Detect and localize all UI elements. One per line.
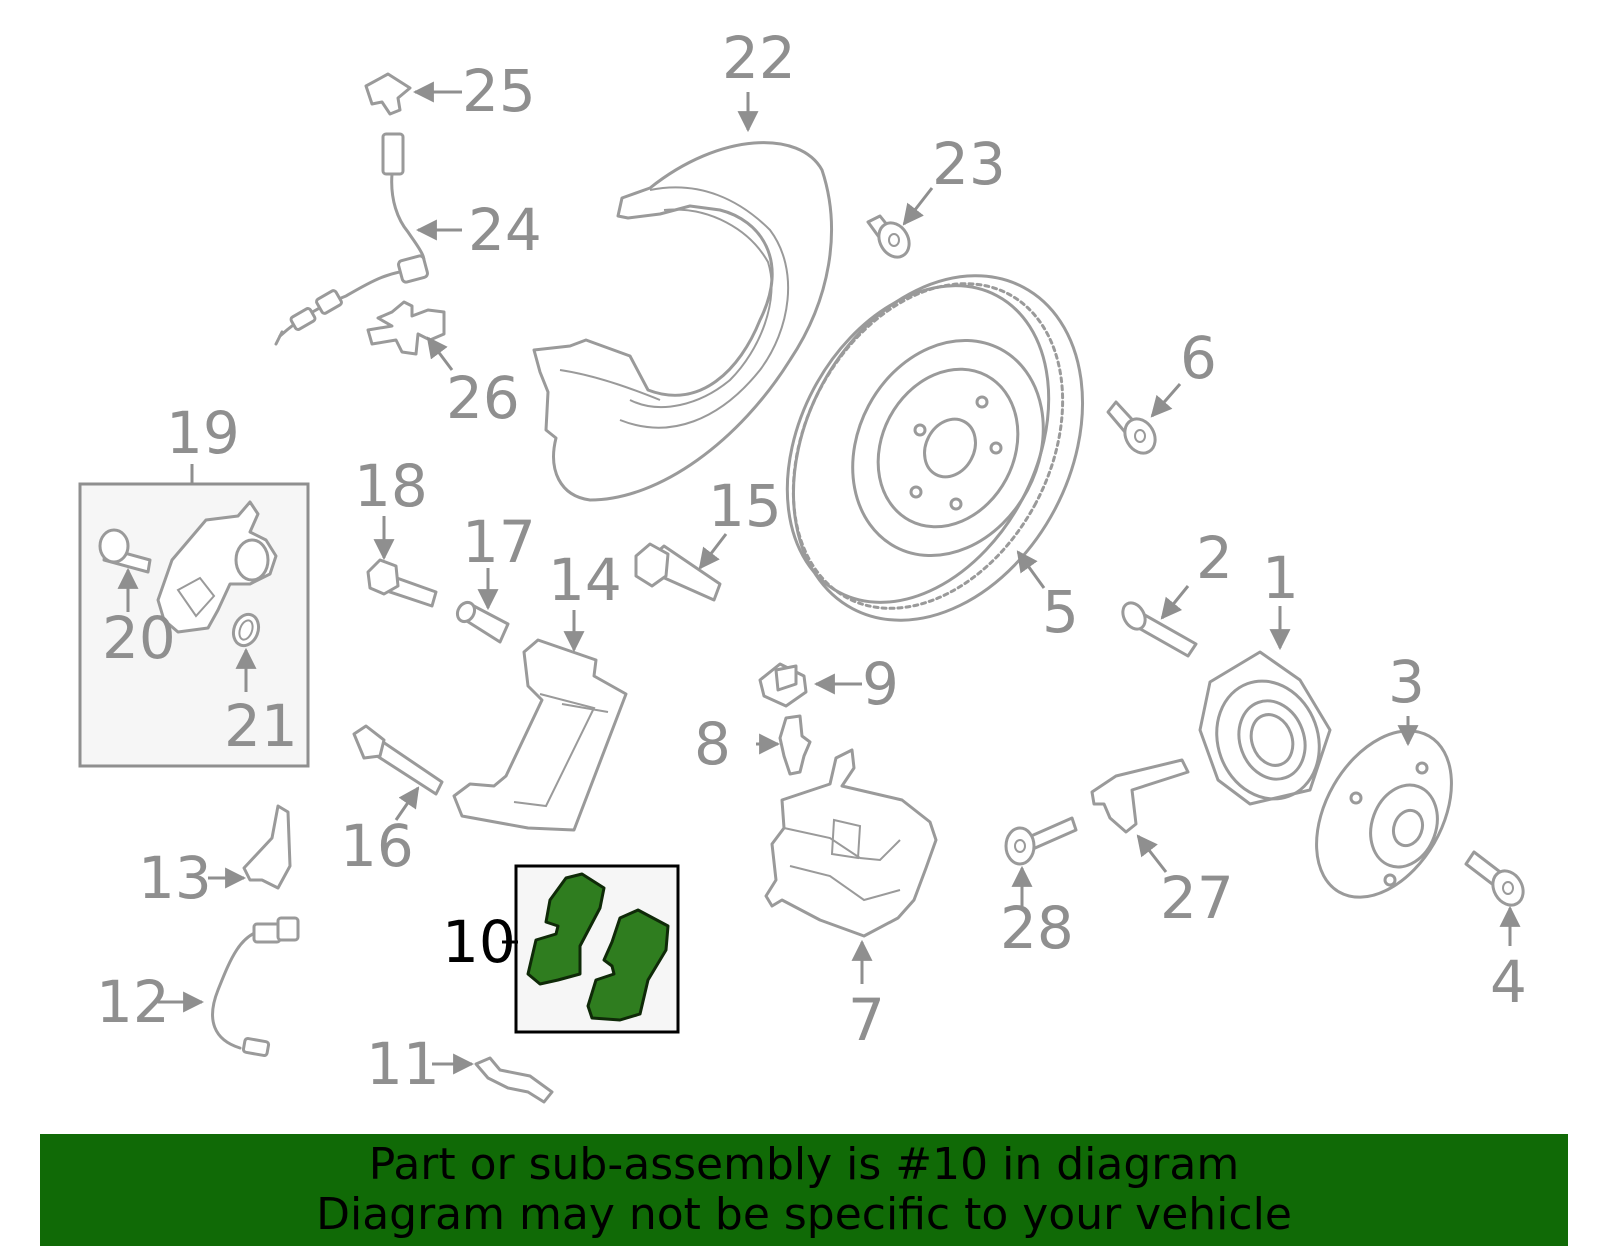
- callout-23: 23: [932, 130, 1006, 198]
- brake-pads-part-10-highlighted[interactable]: [502, 864, 680, 1034]
- bracket-part-26[interactable]: [366, 300, 454, 371]
- guide-pin-bolt-part-16[interactable]: [352, 724, 444, 821]
- callout-5: 5: [1042, 578, 1079, 646]
- wheel-stud-part-2[interactable]: [1118, 585, 1198, 658]
- bolt-part-28[interactable]: [1004, 816, 1078, 908]
- speed-sensor-part-27[interactable]: [1090, 758, 1190, 873]
- wear-sensor-part-12[interactable]: [158, 916, 300, 1058]
- callout-19: 19: [166, 399, 240, 467]
- bolt-part-23[interactable]: [866, 187, 934, 263]
- callout-1: 1: [1262, 544, 1299, 612]
- banner-line-1: Part or sub-assembly is #10 in diagram: [368, 1139, 1240, 1190]
- wheel-hub-part-3[interactable]: [1289, 707, 1479, 921]
- callout-26: 26: [446, 364, 520, 432]
- callout-17: 17: [462, 508, 536, 576]
- splash-shield-part-22[interactable]: [532, 92, 833, 502]
- bolt-part-4[interactable]: [1464, 850, 1529, 946]
- bolt-part-6[interactable]: [1106, 383, 1182, 459]
- clip-part-25[interactable]: [364, 72, 462, 116]
- caliper-bracket-part-14[interactable]: [452, 610, 628, 832]
- callout-28: 28: [1000, 894, 1074, 962]
- callout-15: 15: [708, 472, 782, 540]
- callout-9: 9: [862, 650, 899, 718]
- callout-18: 18: [354, 452, 428, 520]
- clip-part-11[interactable]: [432, 1053, 554, 1104]
- callout-24: 24: [468, 196, 542, 264]
- bolt-part-18[interactable]: [366, 516, 438, 608]
- guide-bushing-part-17[interactable]: [454, 568, 510, 644]
- nut-part-9[interactable]: [758, 662, 862, 708]
- callout-13: 13: [138, 844, 212, 912]
- inset-box-part-19[interactable]: [78, 464, 310, 768]
- bleeder-screw-part-8[interactable]: [756, 714, 812, 776]
- callout-6: 6: [1180, 324, 1217, 392]
- part-info-banner: Part or sub-assembly is #10 in diagram D…: [40, 1134, 1568, 1246]
- callout-14: 14: [548, 546, 622, 614]
- bolt-part-15[interactable]: [634, 533, 728, 602]
- callout-4: 4: [1490, 948, 1527, 1016]
- callout-12: 12: [96, 968, 170, 1036]
- callout-16: 16: [340, 812, 414, 880]
- callout-8: 8: [694, 710, 731, 778]
- callout-7: 7: [848, 986, 885, 1054]
- banner-line-2: Diagram may not be specific to your vehi…: [316, 1189, 1292, 1240]
- callout-25: 25: [462, 57, 536, 125]
- hub-bearing-part-1[interactable]: [1198, 606, 1336, 813]
- brake-caliper-part-7[interactable]: [764, 748, 938, 984]
- callout-2: 2: [1196, 524, 1233, 592]
- callout-22: 22: [722, 24, 796, 92]
- abs-sensor-harness-part-24[interactable]: [274, 132, 462, 346]
- callout-21: 21: [224, 692, 298, 760]
- brake-rotor-part-5[interactable]: [735, 225, 1140, 670]
- callout-11: 11: [366, 1030, 440, 1098]
- callout-27: 27: [1160, 864, 1234, 932]
- callout-3: 3: [1388, 648, 1425, 716]
- callout-20: 20: [102, 604, 176, 672]
- callout-10: 10: [442, 908, 516, 976]
- clip-part-13[interactable]: [208, 804, 292, 890]
